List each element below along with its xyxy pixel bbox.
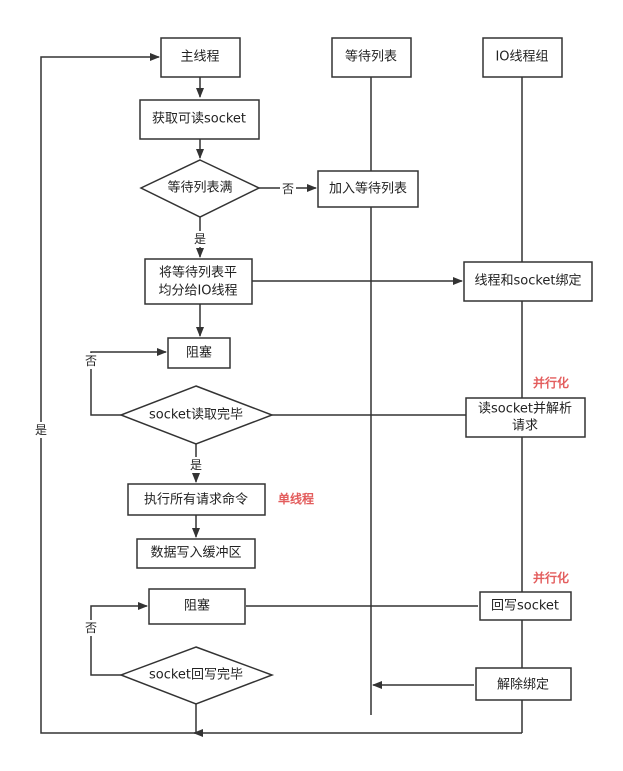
get-readable-socket-label: 获取可读socket <box>152 112 246 127</box>
main-thread-box[interactable] <box>160 37 241 78</box>
socket-write-done-decision[interactable] <box>118 646 275 705</box>
wait-list-header-label: 等待列表 <box>345 49 397 65</box>
distribute-label-line1: 将等待列表平 <box>159 265 237 281</box>
wait-list-header-box[interactable] <box>331 37 412 78</box>
wait-list-full-decision[interactable] <box>139 159 261 218</box>
yes-label-1: 是 <box>194 232 206 246</box>
socket-write-done-label: socket回写完毕 <box>149 668 243 683</box>
execute-commands-box[interactable] <box>127 483 266 516</box>
add-to-wait-list-label: 加入等待列表 <box>329 181 407 197</box>
single-thread-note: 单线程 <box>278 491 314 506</box>
execute-commands-label: 执行所有请求命令 <box>144 492 248 508</box>
arrow-yes-loop-main <box>40 53 196 734</box>
bind-thread-socket-label: 线程和socket绑定 <box>474 274 581 289</box>
yes-label-2: 是 <box>190 458 202 472</box>
read-parse-label-line2: 请求 <box>512 419 538 434</box>
socket-read-done-decision[interactable] <box>118 385 275 445</box>
distribute-box[interactable] <box>144 258 253 305</box>
read-parse-box[interactable] <box>465 397 586 438</box>
get-readable-socket-box[interactable] <box>139 99 260 140</box>
io-group-header-box[interactable] <box>482 37 563 78</box>
block-label-1: 阻塞 <box>186 345 212 361</box>
arrow-read-no-loop <box>90 348 167 416</box>
unbind-label: 解除绑定 <box>497 678 549 693</box>
block-label-2: 阻塞 <box>184 598 210 614</box>
read-parse-label-line1: 读socket并解析 <box>478 402 572 417</box>
yes-loop-label: 是 <box>35 423 47 437</box>
no-label-2: 否 <box>85 354 97 368</box>
write-buffer-box[interactable] <box>136 538 256 569</box>
no-label-3: 否 <box>85 621 97 635</box>
parallel-note-2: 并行化 <box>533 570 569 585</box>
write-buffer-label: 数据写入缓冲区 <box>150 546 241 561</box>
block-box-1[interactable] <box>167 337 231 369</box>
unbind-box[interactable] <box>475 667 572 701</box>
distribute-label-line2: 均分给IO线程 <box>158 284 237 299</box>
parallel-note-1: 并行化 <box>533 375 569 390</box>
add-to-wait-list-box[interactable] <box>317 170 419 208</box>
write-back-socket-box[interactable] <box>479 591 572 621</box>
no-label-1: 否 <box>282 182 294 196</box>
block-box-2[interactable] <box>148 588 246 625</box>
main-thread-label: 主线程 <box>180 50 219 65</box>
write-back-socket-label: 回写socket <box>491 599 559 614</box>
io-group-header-label: IO线程组 <box>495 50 548 65</box>
bind-thread-socket-box[interactable] <box>463 261 593 302</box>
arrow-write-no-loop <box>90 602 148 676</box>
wait-list-full-label: 等待列表满 <box>167 180 232 196</box>
connectors <box>40 53 523 737</box>
socket-read-done-label: socket读取完毕 <box>149 408 243 423</box>
